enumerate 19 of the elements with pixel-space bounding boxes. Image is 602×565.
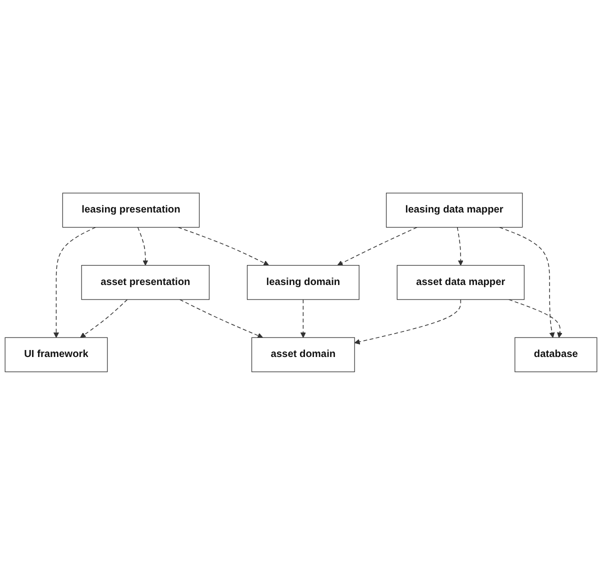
node-box: asset presentation bbox=[81, 265, 210, 300]
node-box: asset data mapper bbox=[396, 265, 525, 300]
arrow bbox=[178, 226, 270, 266]
arrow bbox=[337, 226, 418, 266]
arrow bbox=[508, 299, 563, 338]
node-box: database bbox=[514, 337, 598, 372]
node-box: leasing domain bbox=[246, 265, 360, 300]
node-box: UI framework bbox=[4, 337, 108, 372]
node-box: asset domain bbox=[251, 337, 355, 372]
arrow bbox=[179, 299, 264, 338]
arrow bbox=[354, 299, 462, 345]
arrow bbox=[499, 226, 555, 338]
arrow bbox=[53, 226, 96, 338]
arrow bbox=[300, 299, 306, 338]
arrow bbox=[456, 226, 464, 266]
arrow bbox=[80, 299, 128, 338]
arrow bbox=[137, 226, 148, 266]
node-box: leasing presentation bbox=[62, 192, 200, 228]
node-box: leasing data mapper bbox=[386, 192, 523, 228]
